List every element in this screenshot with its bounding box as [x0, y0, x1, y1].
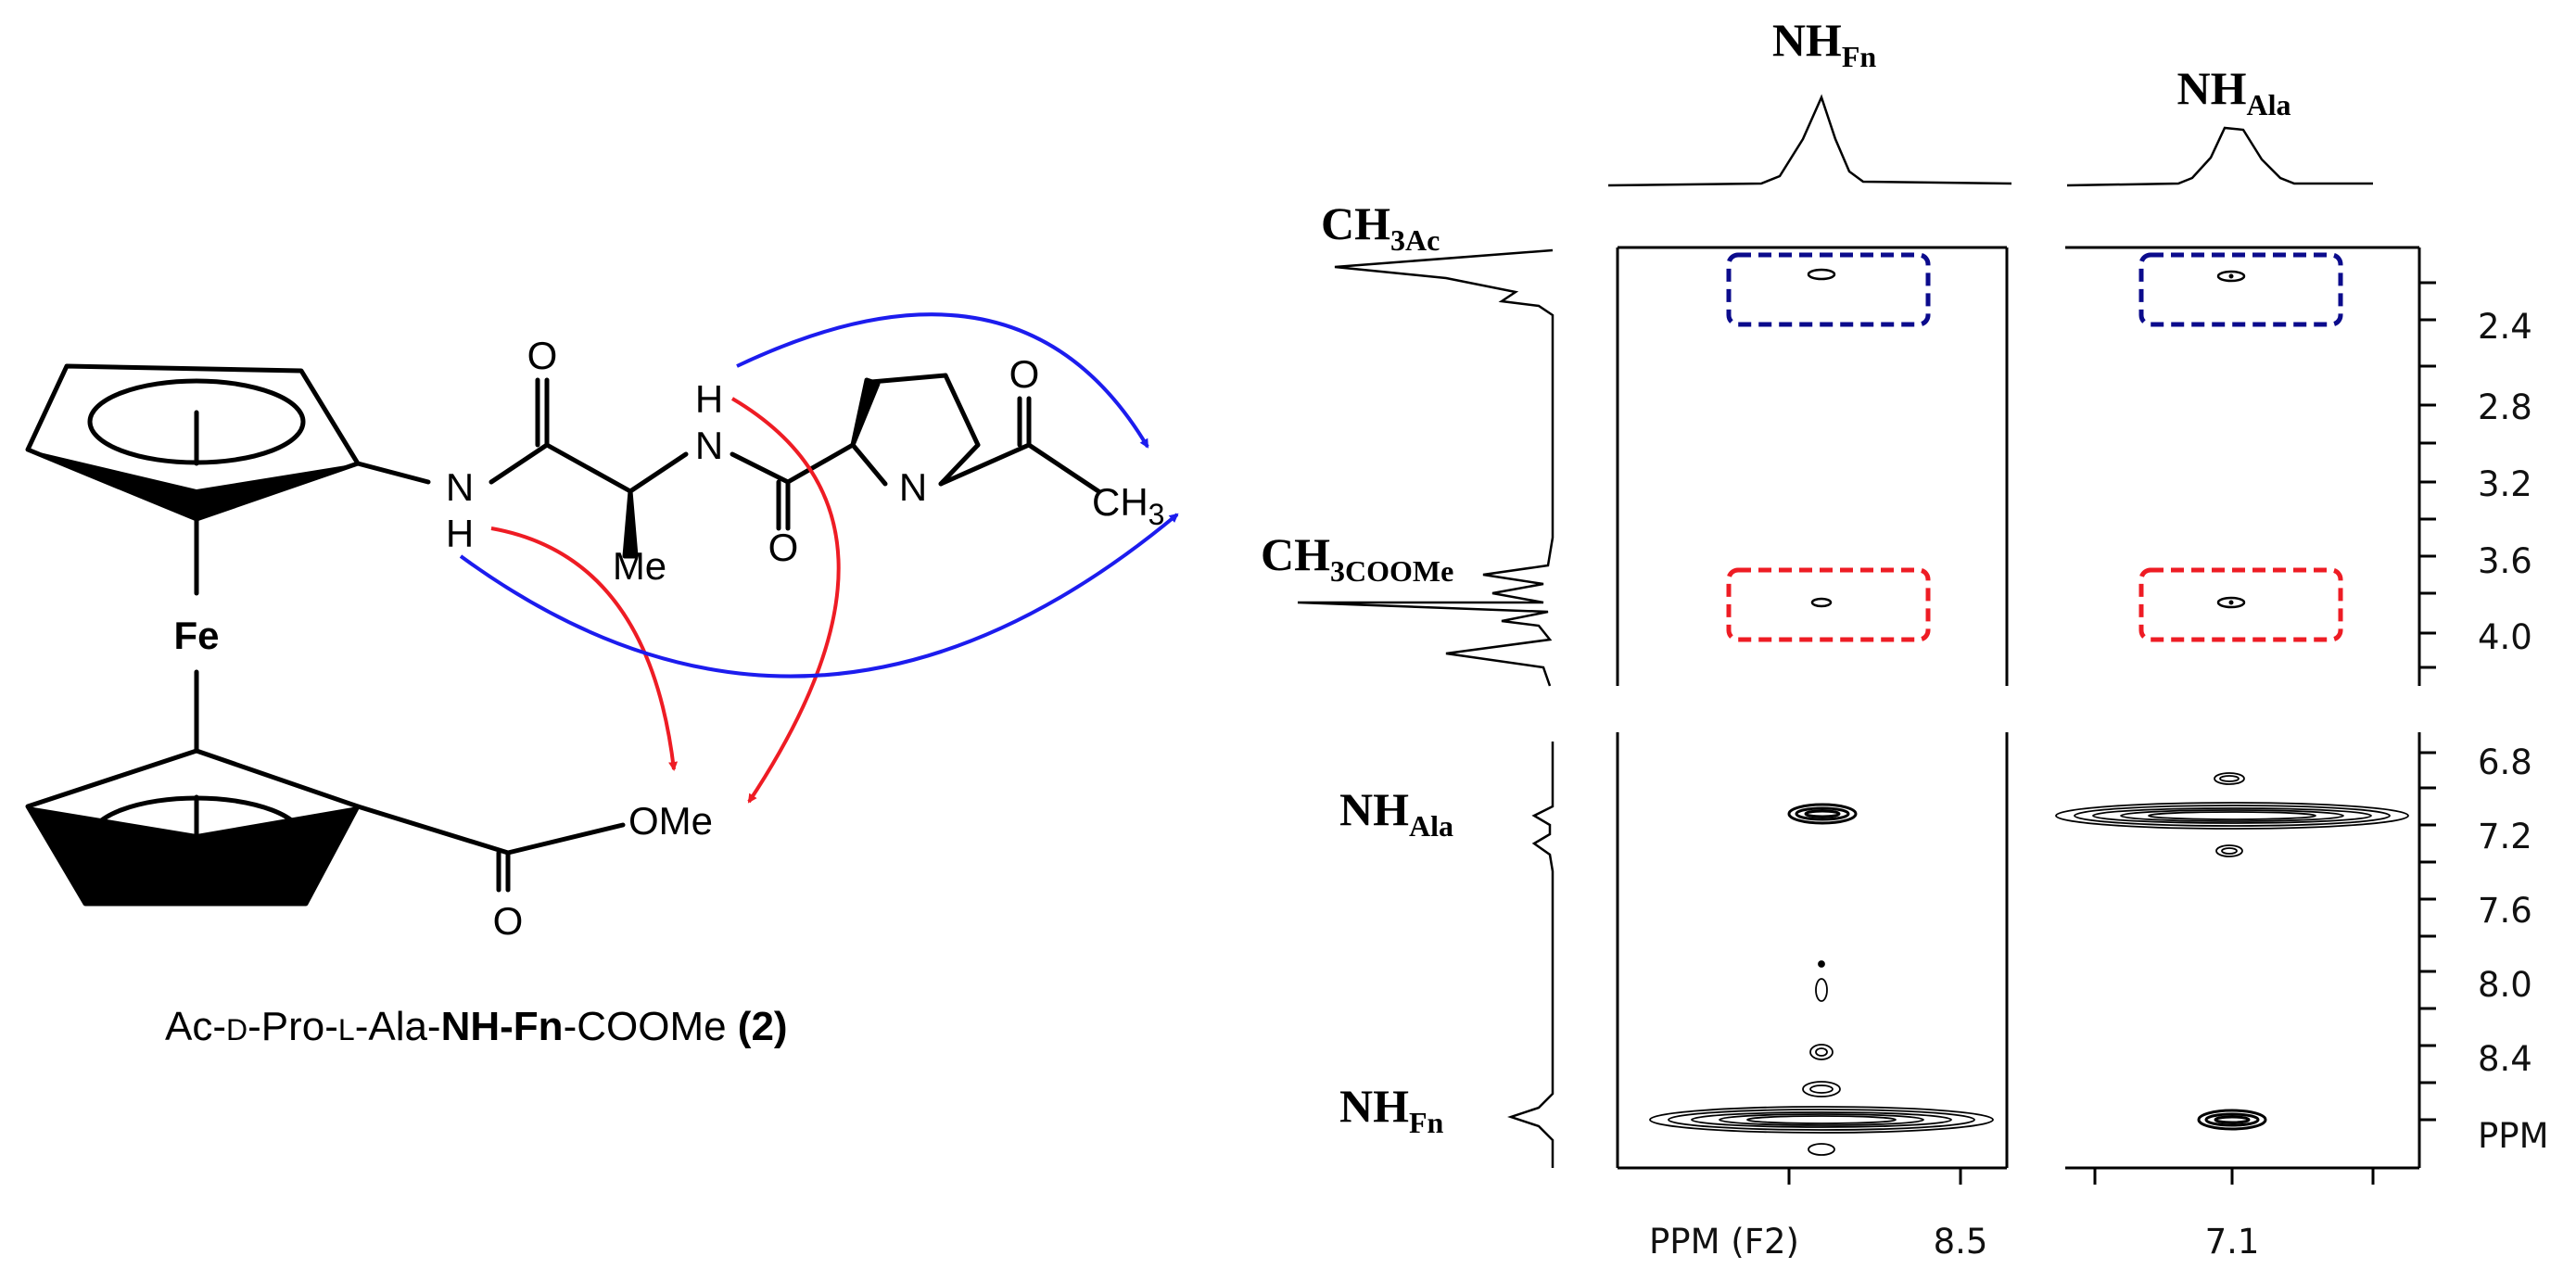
- blue-box-right: [2138, 252, 2343, 327]
- y-tick-2-8: 2.8: [2478, 387, 2532, 427]
- acetyl-o-label: O: [1009, 352, 1040, 396]
- y-tick-labels: 2.4 2.8 3.2 3.6 4.0 6.8 7.2 7.6 8.0 8.4 …: [2478, 307, 2549, 1156]
- top-trace-nhala: [2066, 126, 2373, 187]
- y-tick-3-6: 3.6: [2478, 541, 2532, 581]
- red-arrow-nhfn-ome: [490, 526, 679, 771]
- carbonyl1-o-label: O: [527, 334, 558, 377]
- nmr-spectrum: NHFn NHAla CH3Ac CH3COOMe NHAla NHFn: [1261, 14, 2549, 1262]
- x-tick-7-1: 7.1: [2205, 1222, 2260, 1262]
- y-tick-6-8: 6.8: [2478, 742, 2532, 782]
- peak-ch3ac-nhala: [2216, 270, 2246, 283]
- compound-caption: Ac-D-Pro-L-Ala-NH-Fn-COOMe (2): [165, 1004, 788, 1049]
- y-tick-8-4: 8.4: [2478, 1039, 2532, 1079]
- blue-arrow-nhala-ch3: [736, 312, 1149, 449]
- nh-ala-h-label: H: [695, 377, 723, 421]
- peak-nhala-nhfn: [1787, 803, 1858, 825]
- x-tick-8-5: 8.5: [1934, 1222, 1988, 1262]
- red-box-right: [2138, 567, 2343, 642]
- left-trace-upper: [1297, 248, 1554, 687]
- top-label-nhfn: NHFn: [1772, 14, 1877, 73]
- peak-nhala-diagonal: [2055, 772, 2409, 857]
- red-box-left: [1726, 567, 1931, 642]
- fe-label: Fe: [173, 614, 219, 657]
- noe-arrows: [459, 312, 1179, 804]
- cross-peaks: [1649, 268, 2409, 1156]
- y-tick-7-2: 7.2: [2478, 817, 2532, 856]
- y-ticks: [1787, 281, 2436, 1185]
- left-trace-lower: [1507, 742, 1554, 1168]
- blue-arrow-nhfn-ch3: [459, 513, 1179, 679]
- left-label-ch3ac: CH3Ac: [1321, 197, 1440, 257]
- atom-labels: Fe N H O N H Me O N O CH3 O OMe: [173, 334, 1164, 943]
- peak-ch3coome-nhfn: [1810, 597, 1833, 608]
- left-label-nhfn: NHFn: [1339, 1080, 1444, 1139]
- upper-cp-ring: [25, 363, 361, 522]
- pro-n-label: N: [899, 465, 927, 509]
- left-label-nhala: NHAla: [1339, 783, 1453, 843]
- y-tick-2-4: 2.4: [2478, 307, 2532, 347]
- peak-ch3ac-nhfn: [1807, 268, 1836, 281]
- chemical-structure: [25, 363, 1101, 907]
- peak-nhfn-nhala: [2197, 1109, 2267, 1131]
- y-tick-3-2: 3.2: [2478, 464, 2532, 504]
- peak-ch3coome-nhala: [2216, 596, 2246, 609]
- blue-box-left: [1726, 252, 1931, 327]
- y-tick-7-6: 7.6: [2478, 891, 2532, 931]
- nh-fn-n-label: N: [446, 465, 474, 509]
- nh-ala-n-label: N: [695, 424, 723, 467]
- y-tick-4-0: 4.0: [2478, 617, 2532, 657]
- red-arrow-nhala-ome: [730, 397, 841, 804]
- x-axis-label: PPM (F2): [1649, 1222, 1799, 1262]
- ome-label: OMe: [628, 799, 713, 843]
- highlight-boxes: [1726, 252, 2343, 642]
- top-label-nhala: NHAla: [2177, 62, 2291, 121]
- panel-frames: [1616, 246, 2421, 1170]
- top-trace-nhfn: [1607, 94, 2012, 187]
- peak-nhfn-diagonal: [1649, 960, 1994, 1156]
- nh-fn-h-label: H: [446, 512, 474, 555]
- y-axis-unit: PPM: [2478, 1116, 2549, 1156]
- methyl-me-label: Me: [613, 544, 666, 588]
- y-tick-8-0: 8.0: [2478, 965, 2532, 1005]
- carbonyl2-o-label: O: [768, 526, 799, 569]
- left-label-ch3coome: CH3COOMe: [1261, 528, 1453, 588]
- ch3-label: CH3: [1092, 480, 1164, 531]
- ester-o-label: O: [493, 899, 524, 943]
- lower-cp-ring: [25, 748, 361, 907]
